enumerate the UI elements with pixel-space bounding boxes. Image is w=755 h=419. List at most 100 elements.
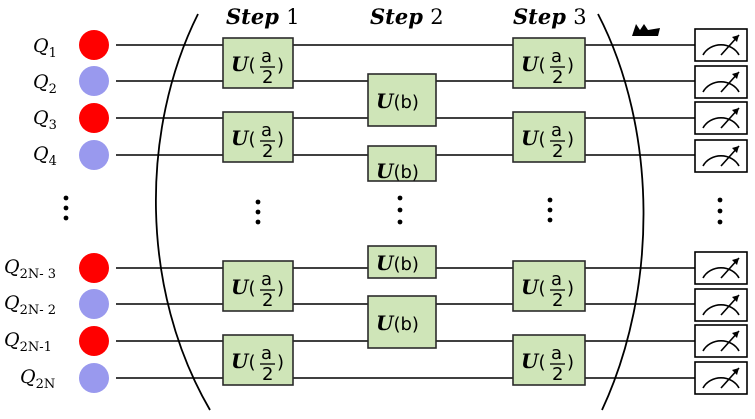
svg-text:Q2N- 3: Q2N- 3 bbox=[4, 256, 56, 282]
gate-paren: ( bbox=[393, 162, 400, 183]
svg-text:U(: U( bbox=[231, 126, 255, 150]
qubit-label: Q bbox=[33, 107, 49, 129]
gate-u-b: U(b) bbox=[367, 295, 437, 349]
gate-paren: ( bbox=[248, 278, 255, 299]
gate-numerator: a bbox=[261, 343, 272, 364]
step-number: 3 bbox=[573, 5, 586, 29]
gate-paren: ) bbox=[567, 352, 574, 373]
ellipsis-dot bbox=[717, 219, 723, 225]
gate-paren: ( bbox=[248, 352, 255, 373]
svg-text:Q2N-1: Q2N-1 bbox=[4, 329, 52, 355]
gate-operator: U bbox=[231, 52, 250, 76]
qubit-circle-red bbox=[79, 30, 109, 60]
qubit-label: Q bbox=[4, 329, 20, 351]
gate-paren: ( bbox=[393, 314, 400, 335]
qubit-subscript: 2N- 2 bbox=[20, 303, 56, 318]
ellipsis-dot bbox=[255, 199, 261, 205]
qubit-2n-1: Q2N-1 bbox=[4, 326, 109, 356]
qubit-2n-2: Q2N- 2 bbox=[4, 289, 109, 319]
ellipsis-dot bbox=[717, 197, 723, 203]
qubit-2: Q2 bbox=[33, 66, 109, 97]
step-header-1: Step 1 bbox=[226, 4, 300, 29]
gate-paren: ( bbox=[538, 129, 545, 150]
gate-paren: ) bbox=[567, 129, 574, 150]
ellipsis-dot bbox=[255, 209, 261, 215]
step-header-2: Step 2 bbox=[370, 4, 444, 29]
qubit-label: Q bbox=[4, 292, 20, 314]
gate-argument: b bbox=[400, 314, 411, 335]
measurement-meter-icon bbox=[694, 28, 748, 62]
svg-text:U(: U( bbox=[231, 52, 255, 76]
gate-operator: U bbox=[521, 52, 540, 76]
svg-text:Q2: Q2 bbox=[33, 71, 57, 97]
step-word: Step bbox=[226, 4, 279, 29]
gate-paren: ) bbox=[277, 278, 284, 299]
gate-paren: ) bbox=[567, 55, 574, 76]
svg-text:U(: U( bbox=[521, 275, 545, 299]
qubit-label: Q bbox=[33, 35, 49, 57]
gate-paren: ( bbox=[393, 254, 400, 275]
gate-numerator: a bbox=[551, 343, 562, 364]
measurement-meters bbox=[694, 28, 748, 395]
gate-numerator: a bbox=[261, 269, 272, 290]
qubit-circle-red bbox=[79, 326, 109, 356]
svg-text:U(b): U(b) bbox=[376, 311, 419, 335]
qubit-subscript: 1 bbox=[49, 46, 57, 61]
gate-u-a-half: U( a 2 ) bbox=[222, 37, 294, 89]
step-number: 1 bbox=[286, 5, 299, 29]
gate-paren: ( bbox=[248, 129, 255, 150]
right-parenthesis bbox=[597, 13, 645, 411]
ellipsis-dot bbox=[547, 217, 553, 223]
step-word: Step bbox=[513, 4, 566, 29]
gate-u-a-half: U( a 2 ) bbox=[512, 111, 586, 163]
gate-paren: ) bbox=[412, 92, 419, 113]
qubit-subscript: 2N bbox=[36, 377, 56, 392]
gate-u-a-half: U( a 2 ) bbox=[222, 260, 294, 312]
ellipsis-dot bbox=[255, 219, 261, 225]
gate-paren: ) bbox=[277, 129, 284, 150]
gate-numerator: a bbox=[551, 46, 562, 67]
qubit-2n-3: Q2N- 3 bbox=[4, 253, 109, 283]
gate-denominator: 2 bbox=[552, 67, 563, 88]
gate-argument: b bbox=[400, 162, 411, 183]
svg-text:Q3: Q3 bbox=[33, 107, 57, 133]
gate-denominator: 2 bbox=[552, 290, 563, 311]
ellipsis-dot bbox=[397, 219, 403, 225]
gate-operator: U bbox=[376, 251, 395, 275]
qubit-label: Q bbox=[33, 143, 49, 165]
gate-operator: U bbox=[521, 275, 540, 299]
svg-text:U(b): U(b) bbox=[376, 89, 419, 113]
gate-paren: ) bbox=[412, 162, 419, 183]
gate-u-a-half: U( a 2 ) bbox=[512, 37, 586, 89]
ellipsis-dot bbox=[547, 207, 553, 213]
qubit-1: Q1 bbox=[33, 30, 109, 61]
svg-text:Step 2: Step 2 bbox=[370, 4, 444, 29]
qubit-label: Q bbox=[33, 71, 49, 93]
gate-operator: U bbox=[231, 349, 250, 373]
qubit-subscript: 2N-1 bbox=[20, 340, 52, 355]
qubit-circle-red bbox=[79, 253, 109, 283]
qubit-subscript: 3 bbox=[49, 118, 57, 133]
qubit-label: Q bbox=[4, 256, 20, 278]
gate-u-b-top-half: U(b) bbox=[367, 145, 437, 183]
gate-operator: U bbox=[376, 89, 395, 113]
gate-numerator: a bbox=[551, 120, 562, 141]
gate-numerator: a bbox=[261, 46, 272, 67]
gate-numerator: a bbox=[551, 269, 562, 290]
qubit-subscript: 4 bbox=[49, 154, 57, 169]
ellipsis-dot bbox=[717, 208, 723, 214]
qubit-subscript: 2N- 3 bbox=[20, 267, 56, 282]
qubit-2n: Q2N bbox=[20, 363, 109, 393]
gate-paren: ) bbox=[567, 278, 574, 299]
gate-argument: b bbox=[400, 254, 411, 275]
gate-argument: b bbox=[400, 92, 411, 113]
gate-u-b-bottom-half: U(b) bbox=[367, 245, 437, 279]
svg-text:U(: U( bbox=[231, 275, 255, 299]
step-number: 2 bbox=[430, 5, 443, 29]
ellipsis-dot bbox=[63, 215, 69, 221]
step-word: Step bbox=[370, 4, 423, 29]
qubit-circle-red bbox=[79, 103, 109, 133]
gate-paren: ) bbox=[412, 254, 419, 275]
gate-paren: ) bbox=[277, 352, 284, 373]
